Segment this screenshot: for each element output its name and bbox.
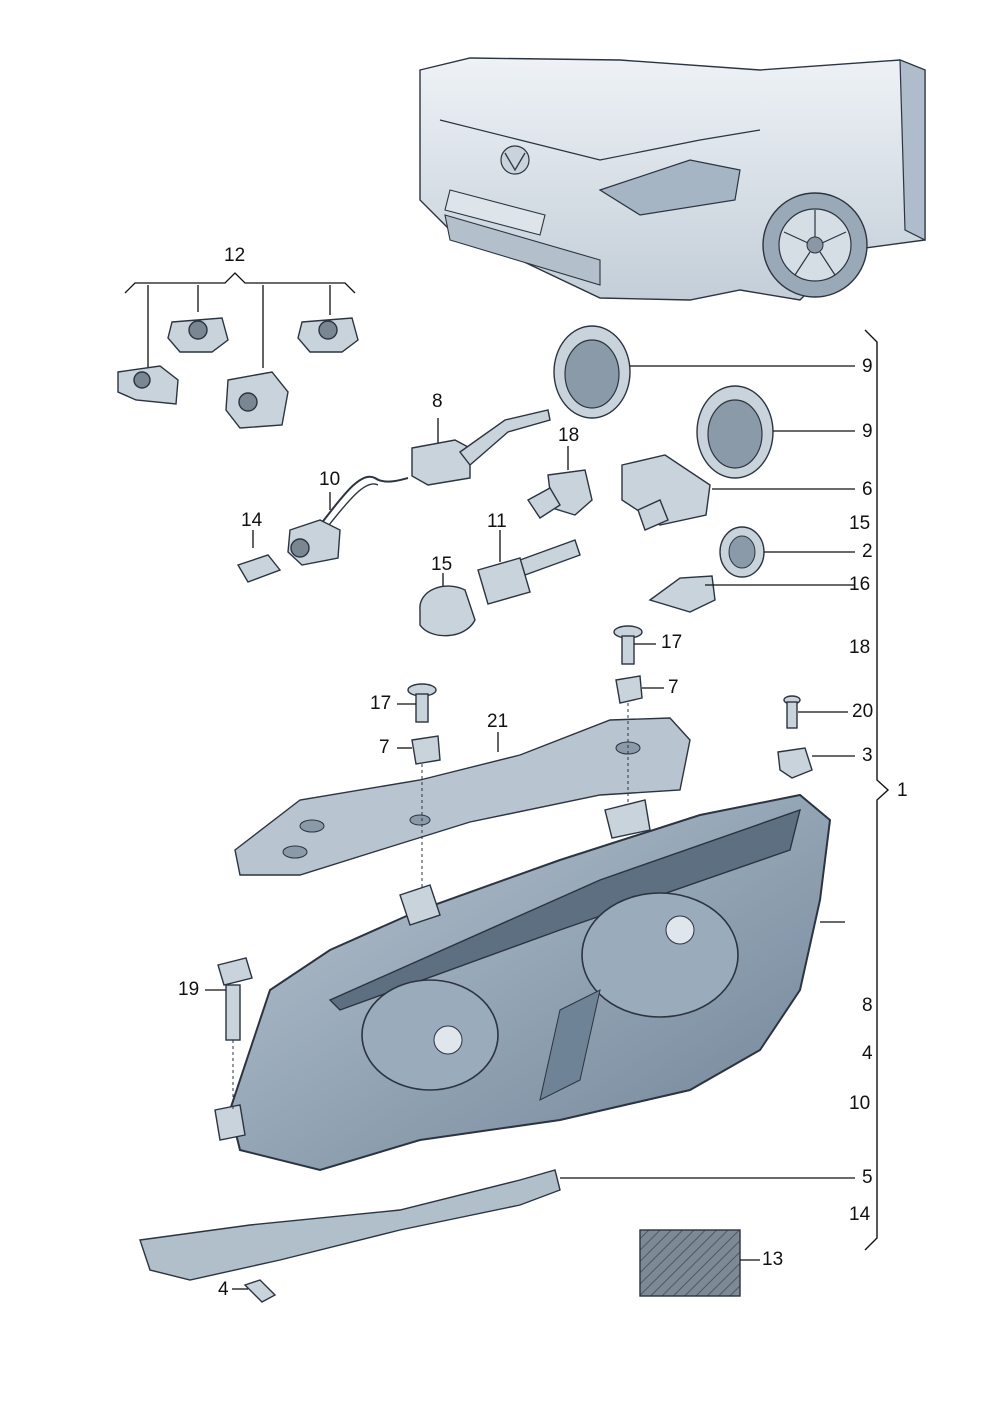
callout-20: 20 [852, 701, 874, 722]
bulb-16 [648, 575, 855, 613]
callout-9-upper: 9 [862, 356, 873, 377]
bulb-14 [236, 530, 282, 583]
callout-12: 12 [224, 245, 246, 266]
bulb-holder-set-12 [117, 317, 359, 429]
callout-8: 8 [432, 391, 443, 412]
callout-4-right: 4 [862, 1043, 873, 1064]
motor-6 [621, 454, 855, 531]
wiring-10 [287, 475, 409, 566]
callout-17-right: 17 [661, 632, 683, 653]
callout-7-right: 7 [668, 677, 679, 698]
screw-17-right [613, 625, 656, 665]
connector-8 [411, 409, 551, 486]
callout-1: 1 [897, 780, 908, 801]
callout-18-right: 18 [849, 637, 871, 658]
ring-2 [719, 526, 855, 578]
callout-13: 13 [762, 1249, 784, 1270]
callout-7-left: 7 [379, 737, 390, 758]
callout-18-upper: 18 [558, 425, 580, 446]
callout-16: 16 [849, 574, 871, 595]
callout-15-upper: 15 [431, 554, 453, 575]
callout-21: 21 [487, 711, 509, 732]
vehicle-front-illustration [419, 57, 926, 301]
screw-17-left [397, 683, 437, 723]
screw-20 [783, 695, 848, 729]
cap-9-upper [553, 325, 855, 419]
callout-17-left: 17 [370, 693, 392, 714]
callout-9-lower: 9 [862, 421, 873, 442]
bracket-12 [124, 272, 356, 370]
callout-8-right: 8 [862, 995, 873, 1016]
nut-7-right [615, 675, 664, 704]
callout-3: 3 [862, 745, 873, 766]
bulb-11 [477, 530, 581, 605]
callout-5: 5 [862, 1167, 873, 1188]
bracket-5 [139, 1169, 855, 1281]
callout-6: 6 [862, 479, 873, 500]
bulb-15 [419, 573, 476, 637]
callout-14-upper: 14 [241, 510, 263, 531]
callout-10-right: 10 [849, 1093, 871, 1114]
headlight-assembly-1 [214, 793, 845, 1172]
callout-19: 19 [178, 979, 200, 1000]
callout-10: 10 [319, 469, 341, 490]
callout-2: 2 [862, 541, 873, 562]
callout-11: 11 [487, 511, 507, 532]
label-13 [639, 1229, 760, 1297]
nut-7-left [397, 735, 441, 765]
callout-14-right: 14 [849, 1204, 871, 1225]
callout-15-right: 15 [849, 513, 871, 534]
cap-9-lower [696, 385, 855, 479]
screw-4 [232, 1279, 277, 1303]
gasket-21 [234, 703, 691, 890]
clip-3 [777, 747, 855, 779]
callout-4: 4 [218, 1279, 229, 1300]
bulb-18 [526, 446, 593, 519]
brace-1 [864, 329, 890, 1251]
bolt-19 [205, 957, 253, 1110]
